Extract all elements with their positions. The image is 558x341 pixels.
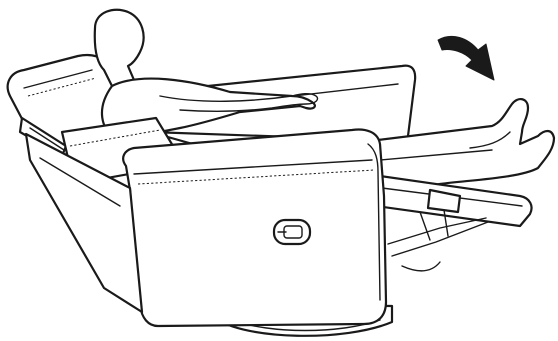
chair-armrest bbox=[123, 130, 386, 326]
curved-arrow-down-right-icon bbox=[438, 36, 494, 80]
recline-lever-icon[interactable] bbox=[274, 220, 310, 244]
